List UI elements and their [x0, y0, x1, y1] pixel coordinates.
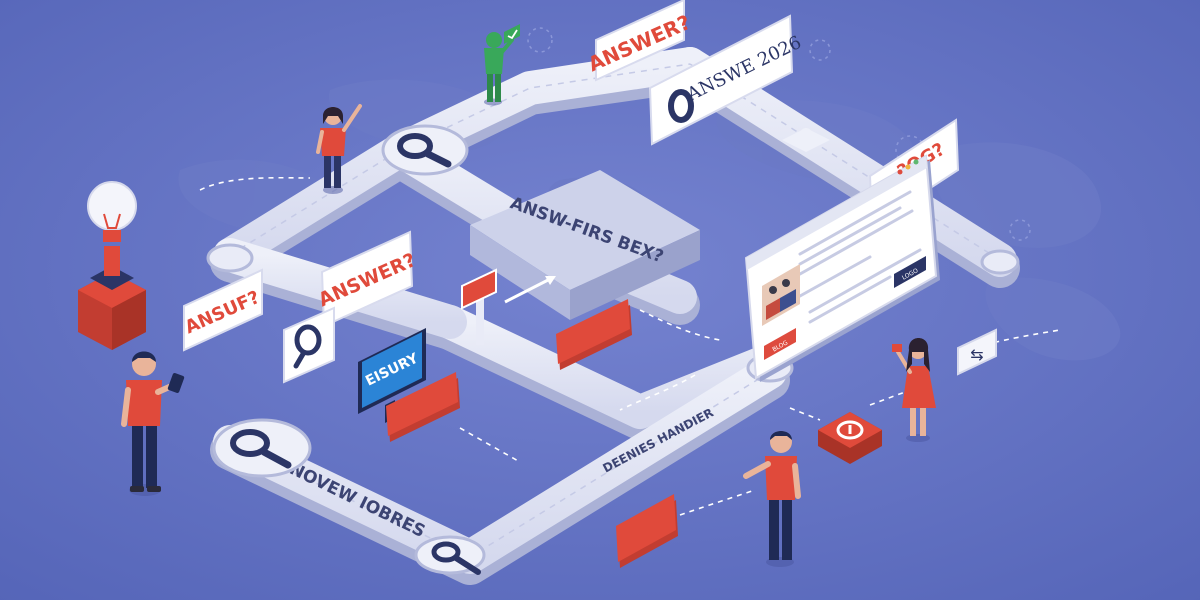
signpost	[461, 268, 497, 345]
error-button[interactable]	[818, 412, 882, 464]
double-arrow-box[interactable]: ⇆	[957, 328, 997, 376]
magnifier-pad-bottom	[414, 535, 486, 575]
browser-button-logo[interactable]	[894, 256, 926, 288]
lightbulb-pedestal	[78, 181, 146, 350]
person-man-phone	[121, 351, 185, 496]
person-woman-pointing	[316, 104, 362, 194]
arrow-icon	[504, 276, 556, 304]
red-panel-3	[616, 494, 678, 568]
magnifier-icon	[293, 324, 322, 369]
magnifier-icon	[397, 133, 452, 168]
red-panel-2	[386, 372, 460, 442]
magnifier-pad-top	[381, 124, 469, 176]
magnifier-pad-bottom-left	[212, 418, 312, 478]
double-arrow-icon: ⇆	[970, 345, 983, 364]
person-woman-red-dress	[892, 338, 936, 442]
browser-window: LOGO BLOG	[744, 154, 940, 382]
profile-photo	[762, 264, 800, 326]
bubble-magnifier-left	[283, 306, 335, 384]
lightbulb-icon	[87, 181, 137, 242]
puzzle-icon	[782, 128, 830, 152]
check-icon	[504, 24, 520, 44]
error-icon	[836, 420, 864, 440]
person-green	[484, 24, 520, 106]
center-ramp	[470, 170, 700, 320]
magnifier-icon	[431, 541, 481, 575]
magnifier-icon	[230, 429, 292, 469]
person-man-gesturing	[743, 431, 801, 567]
red-panel-1	[556, 299, 632, 370]
red-panels	[386, 299, 678, 568]
browser-button-blog[interactable]	[764, 328, 796, 360]
magnifier-icon	[668, 89, 694, 123]
